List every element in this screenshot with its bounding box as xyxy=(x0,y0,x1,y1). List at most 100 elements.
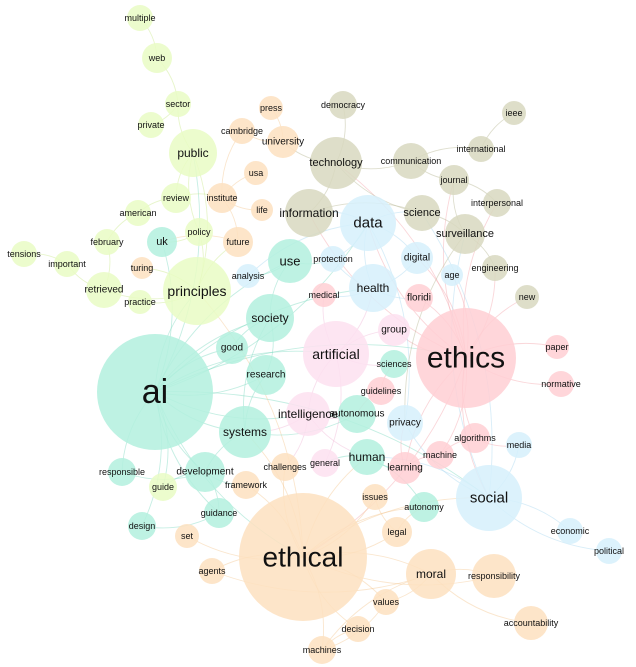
label-tensions: tensions xyxy=(7,249,41,259)
label-review: review xyxy=(163,193,190,203)
node-human xyxy=(349,439,385,475)
node-new xyxy=(515,285,539,309)
label-political: political xyxy=(594,546,624,556)
node-machine xyxy=(426,441,454,469)
label-machine: machine xyxy=(423,450,457,460)
node-social xyxy=(456,465,522,531)
label-public: public xyxy=(177,146,208,160)
label-web: web xyxy=(148,53,166,63)
label-social: social xyxy=(470,490,508,507)
label-normative: normative xyxy=(541,379,581,389)
node-moral xyxy=(406,549,456,599)
label-accountability: accountability xyxy=(504,618,559,628)
label-important: important xyxy=(48,259,86,269)
label-ethical: ethical xyxy=(263,542,344,573)
node-web xyxy=(142,43,172,73)
node-issues xyxy=(362,484,388,510)
node-institute xyxy=(207,183,237,213)
node-framework xyxy=(232,471,260,499)
label-privacy: privacy xyxy=(389,418,421,429)
node-communication xyxy=(393,143,429,179)
node-review xyxy=(161,183,191,213)
node-research xyxy=(246,355,286,395)
label-guide: guide xyxy=(152,482,174,492)
node-media xyxy=(506,432,532,458)
label-information: information xyxy=(279,206,338,220)
label-multiple: multiple xyxy=(124,13,155,23)
node-economic xyxy=(557,518,583,544)
node-decision xyxy=(345,616,371,642)
node-paper xyxy=(545,335,569,359)
label-digital: digital xyxy=(404,253,430,264)
node-practice xyxy=(128,290,152,314)
node-press xyxy=(259,96,283,120)
label-interpersonal: interpersonal xyxy=(471,198,523,208)
label-systems: systems xyxy=(223,425,267,439)
label-university: university xyxy=(262,137,304,148)
label-engineering: engineering xyxy=(471,263,518,273)
node-private xyxy=(138,112,164,138)
label-decision: decision xyxy=(341,624,374,634)
label-ai: ai xyxy=(142,373,168,411)
node-guidelines xyxy=(367,377,395,405)
label-new: new xyxy=(519,292,536,302)
network-nodes xyxy=(11,5,622,664)
label-turing: turing xyxy=(131,263,154,273)
node-future xyxy=(223,227,253,257)
node-sciences xyxy=(380,350,408,378)
node-set xyxy=(175,524,199,548)
label-technology: technology xyxy=(309,157,363,169)
label-general: general xyxy=(310,458,340,468)
node-public xyxy=(169,129,217,177)
label-uk: uk xyxy=(156,236,168,248)
node-learning xyxy=(389,452,421,484)
node-analysis xyxy=(236,264,260,288)
label-design: design xyxy=(129,521,156,531)
label-retrieved: retrieved xyxy=(85,285,124,296)
node-group xyxy=(378,314,410,346)
label-february: february xyxy=(90,237,124,247)
node-data xyxy=(340,195,396,251)
node-machines xyxy=(308,636,336,664)
label-ethics: ethics xyxy=(427,342,505,375)
label-health: health xyxy=(357,281,390,295)
node-society xyxy=(246,294,294,342)
label-analysis: analysis xyxy=(232,271,265,281)
node-responsible xyxy=(108,458,136,486)
label-institute: institute xyxy=(206,193,237,203)
node-ethics xyxy=(416,308,516,408)
label-ieee: ieee xyxy=(505,108,522,118)
label-economic: economic xyxy=(551,526,590,536)
label-cambridge: cambridge xyxy=(221,126,263,136)
node-ieee xyxy=(502,101,526,125)
node-development xyxy=(185,452,225,492)
label-good: good xyxy=(221,343,243,354)
label-data: data xyxy=(353,215,383,232)
label-surveillance: surveillance xyxy=(436,228,494,240)
label-sciences: sciences xyxy=(376,359,412,369)
label-communication: communication xyxy=(381,156,442,166)
node-protection xyxy=(320,246,346,272)
node-surveillance xyxy=(445,214,485,254)
label-research: research xyxy=(247,370,286,381)
node-life xyxy=(251,199,273,221)
label-life: life xyxy=(256,205,268,215)
node-accountability xyxy=(514,606,548,640)
label-algorithms: algorithms xyxy=(454,433,496,443)
node-technology xyxy=(310,137,362,189)
node-design xyxy=(128,512,156,540)
node-ai xyxy=(97,334,213,450)
label-framework: framework xyxy=(225,480,268,490)
label-paper: paper xyxy=(545,342,568,352)
node-health xyxy=(349,264,397,312)
label-values: values xyxy=(373,597,400,607)
node-medical xyxy=(312,283,336,307)
label-international: international xyxy=(456,144,505,154)
label-private: private xyxy=(137,120,164,130)
label-use: use xyxy=(280,254,301,269)
label-age: age xyxy=(444,270,459,280)
node-artificial xyxy=(303,321,369,387)
label-protection: protection xyxy=(313,254,353,264)
label-usa: usa xyxy=(249,168,264,178)
node-algorithms xyxy=(460,423,490,453)
